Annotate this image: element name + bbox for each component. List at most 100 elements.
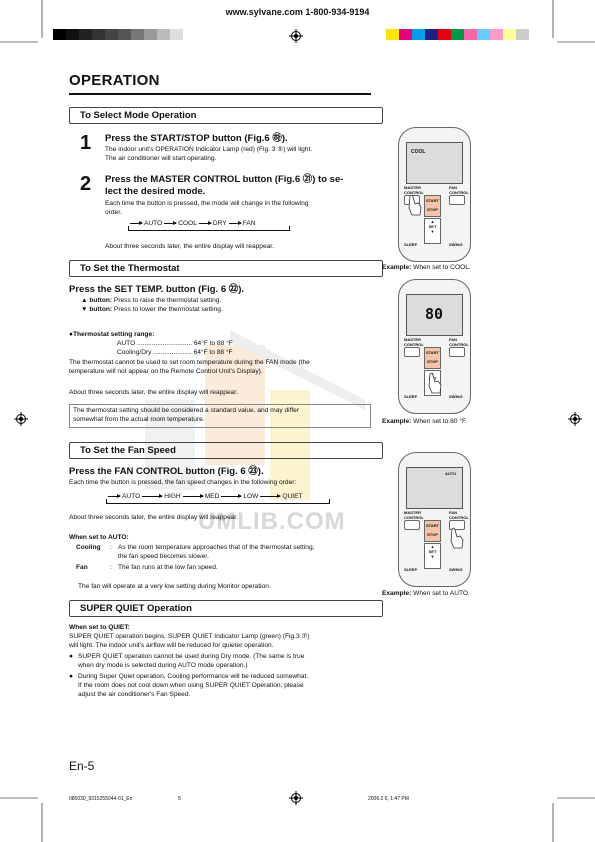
watermark-logo [145, 330, 365, 500]
fan-control-button [449, 347, 465, 357]
registration-mark-icon [14, 412, 28, 426]
quiet-bullet2-line3: adjust the air conditioner's Fan Speed. [78, 691, 191, 698]
watermark-text: UMLIB.COM [198, 508, 346, 535]
fan-high: HIGH [164, 493, 181, 500]
set-temp-button: ▲SET▼ [424, 218, 441, 244]
start-label: START [425, 350, 440, 355]
fan-after-text: About three seconds later, the entire di… [69, 514, 238, 521]
cooling-colon: : [110, 544, 112, 551]
display-temp: 80 [425, 305, 444, 323]
range-auto: AUTO .............................. 64°F… [117, 340, 233, 347]
quiet-bullet2-line1: During Super Quiet operation, Cooling pe… [78, 673, 309, 680]
registration-mark-icon [568, 412, 582, 426]
bullet-icon: ● [69, 673, 73, 680]
master-control-label: MASTER CONTROL [404, 510, 424, 520]
quiet-bullet1-line1: SUPER QUIET operation cannot be used dur… [78, 653, 305, 660]
thermostat-after-text: About three seconds later, the entire di… [69, 389, 238, 396]
sleep-label: SLEEP [404, 394, 418, 399]
down-button-label: button: [89, 306, 113, 313]
thermostat-heading: Press the SET TEMP. button (Fig. 6 ㉒). [69, 284, 245, 295]
page-title: OPERATION [69, 72, 160, 89]
finger-pointer-icon [450, 527, 464, 549]
note-box-line1: The thermostat setting should be conside… [73, 407, 300, 414]
sleep-label: SLEEP [404, 242, 418, 247]
master-control-button [404, 347, 420, 357]
quiet-heading: When set to QUIET: [69, 624, 130, 631]
fan-heading: Press the FAN CONTROL button (Fig. 6 ㉓). [69, 466, 264, 477]
up-button-text: Press to raise the thermostat setting. [113, 297, 222, 304]
swing-label: SWING [449, 242, 463, 247]
quiet-p2: will light. The indoor unit's airflow wi… [69, 642, 274, 649]
step2-body-line1: Each time the button is pressed, the mod… [105, 200, 309, 207]
range-heading: ●Thermostat setting range: [69, 331, 155, 338]
caption-80f-bold: Example: [382, 418, 412, 425]
caption-80f-text: When set to 80 °F. [411, 418, 468, 425]
set-label: SET [428, 549, 437, 554]
mode-cool: COOL [178, 220, 197, 227]
caption-cool-text: When set to COOL. [411, 264, 471, 271]
start-label: START [425, 523, 440, 528]
cooling-line1: As the room temperature approaches that … [118, 544, 315, 551]
note-box-line2: somewhat from the actual room temperatur… [73, 415, 205, 423]
fan-control-button [449, 195, 465, 205]
start-stop-button: START STOP [424, 347, 441, 369]
caption-auto-text: When set to AUTO. [411, 590, 470, 597]
step-number-2: 2 [80, 173, 92, 195]
set-label: SET [428, 224, 437, 229]
bullet-icon: ● [69, 653, 73, 660]
footer-file: 085030_9315255044-01_En [69, 796, 133, 802]
thermostat-note-line1: The thermostat cannot be used to set roo… [69, 359, 310, 366]
quiet-p1: SUPER QUIET operation begins. SUPER QUIE… [69, 633, 310, 640]
fan-control-label: FAN CONTROL [449, 337, 469, 347]
fan-label: Fan [76, 564, 88, 571]
mode-after-text: About three seconds later, the entire di… [105, 243, 274, 250]
page-number: En-5 [69, 759, 95, 773]
caption-cool: Example: When set to COOL. [382, 264, 471, 271]
down-button-text: Press to lower the thermostat setting. [113, 306, 223, 313]
fan-low: LOW [243, 493, 259, 500]
thermostat-note-line2: temperature will not appear on the Remot… [69, 368, 263, 375]
fan-control-button [449, 520, 465, 530]
registration-mark-icon [289, 791, 303, 805]
step-number-1: 1 [80, 132, 92, 154]
display-fan-auto: AUTO [445, 471, 457, 476]
triangle-up-icon: ▲ [81, 297, 88, 304]
title-rule [69, 93, 371, 95]
up-button-label: button: [89, 297, 113, 304]
caption-80f: Example: When set to 80 °F. [382, 418, 467, 425]
fan-colon: : [110, 564, 112, 571]
fan-body: Each time the button is pressed, the fan… [69, 479, 297, 486]
registration-mark-icon [289, 29, 303, 43]
display-mode: COOL [411, 149, 426, 155]
down-button-line: ▼ button: Press to lower the thermostat … [81, 306, 223, 315]
range-cool-dry: Cooling/Dry ..................... 64°F t… [117, 349, 233, 356]
cooling-label: Cooling [76, 544, 101, 551]
swing-label: SWING [449, 567, 463, 572]
grayscale-bar [53, 29, 183, 40]
mode-dry: DRY [212, 220, 227, 227]
step2-heading-line1: Press the MASTER CONTROL button (Fig.6 ㉑… [105, 174, 344, 185]
stop-label: STOP [427, 207, 438, 212]
stop-label: STOP [427, 359, 438, 364]
start-label: START [425, 198, 440, 203]
mode-sequence-return [128, 226, 290, 231]
fan-auto: AUTO [122, 493, 141, 500]
fan-auto-heading: When set to AUTO: [69, 534, 129, 541]
thermostat-note-box: The thermostat setting should be conside… [69, 404, 371, 428]
section-header-quiet: SUPER QUIET Operation [69, 600, 383, 617]
quiet-bullet2-line2: If the room does not cool down when usin… [78, 682, 304, 689]
cooling-line2: the fan speed becomes slower. [118, 553, 209, 560]
master-control-label: MASTER CONTROL [404, 337, 424, 347]
remote-display: 80 [406, 294, 463, 336]
caption-cool-bold: Example: [382, 264, 412, 271]
start-stop-button: START STOP [424, 195, 441, 217]
mode-sequence: AUTO COOL DRY FAN [128, 220, 256, 227]
mode-auto: AUTO [144, 220, 163, 227]
up-button-line: ▲ button: Press to raise the thermostat … [81, 297, 221, 306]
step2-heading-line2: lect the desired mode. [105, 186, 206, 197]
caption-auto: Example: When set to AUTO. [382, 590, 470, 597]
